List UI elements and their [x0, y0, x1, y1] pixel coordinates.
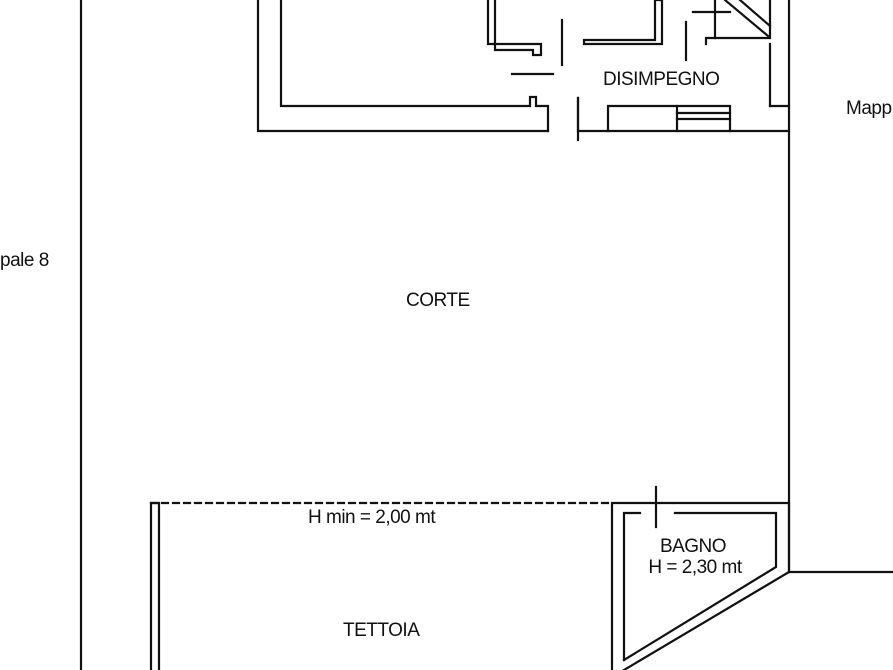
building-inner-wall: [279, 0, 550, 133]
partition-middle: [582, 0, 664, 46]
partition-left: [486, 0, 543, 57]
edge-label-left: pale 8: [0, 250, 49, 271]
stair-line: [723, 0, 770, 38]
bagno-outer-wall: [610, 501, 791, 670]
stair-wall: [713, 0, 772, 40]
room-label-tettoia: TETTOIA: [343, 620, 420, 641]
room-label-bagno: BAGNO: [659, 536, 727, 557]
height-annotation: H min = 2,00 mt: [308, 507, 436, 528]
bagno-inner-wall-right: [622, 511, 778, 662]
wall-segment-door: [576, 96, 732, 133]
stair-line-2: [738, 0, 772, 28]
bagno-inner-wall: [622, 511, 642, 662]
partition-right: [704, 0, 717, 46]
building-outer-wall: [256, 0, 550, 133]
edge-label-right: Mapp: [846, 98, 892, 119]
room-label-corte: CORTE: [406, 290, 470, 311]
room-label-disimpegno: DISIMPEGNO: [603, 69, 720, 90]
bagno-height-label: H = 2,30 mt: [648, 557, 742, 578]
tettoia-left-wall: [149, 501, 161, 670]
